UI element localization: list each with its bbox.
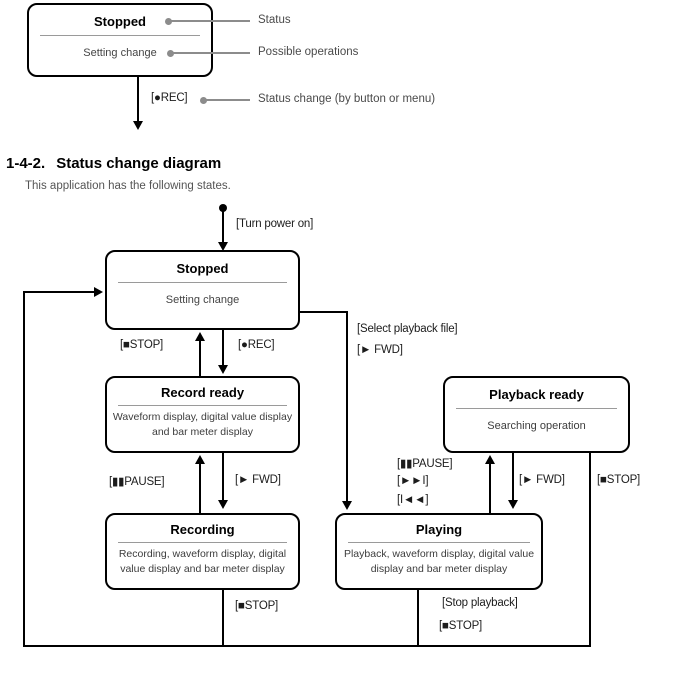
legend-box-title: Stopped xyxy=(94,14,146,29)
state-title: Playback ready xyxy=(489,387,584,402)
section-number: 1-4-2. xyxy=(6,155,46,172)
transition-label-rec: [●REC] xyxy=(238,339,275,351)
power-on-line xyxy=(222,210,224,243)
loop-line-bottom xyxy=(23,645,591,647)
line-recording-to-recordready xyxy=(199,464,201,513)
section-heading: 1-4-2. Status change diagram xyxy=(6,155,221,172)
line-stopped-to-recordready xyxy=(222,330,224,366)
state-box-recording: Recording Recording, waveform display, d… xyxy=(105,513,300,590)
state-description: Recording, waveform display, digital val… xyxy=(118,548,287,575)
divider xyxy=(118,405,287,406)
line-recording-stop xyxy=(222,590,224,647)
arrowhead-down-icon xyxy=(133,121,143,130)
state-title: Record ready xyxy=(160,385,245,400)
section-title: Status change diagram xyxy=(56,155,222,172)
callout-line xyxy=(205,99,250,101)
transition-label-stop: [■STOP] xyxy=(235,600,279,612)
transition-label-pause: [▮▮PAUSE] xyxy=(109,476,165,488)
arrowhead-down-icon xyxy=(218,365,228,374)
legend-transition-label: [●REC] xyxy=(151,92,188,104)
line-playbackready-stop xyxy=(589,453,591,647)
line-playbackready-to-playing xyxy=(512,453,514,501)
arrowhead-down-icon xyxy=(342,501,352,510)
divider xyxy=(118,542,287,543)
callout-dot xyxy=(165,18,172,25)
power-on-label: [Turn power on] xyxy=(236,218,314,230)
divider xyxy=(118,282,287,283)
transition-label-skip-prev: [I◄◄] xyxy=(397,494,429,506)
transition-label-fwd: [► FWD] xyxy=(235,474,281,486)
state-title: Recording xyxy=(170,522,235,537)
arrowhead-up-icon xyxy=(195,455,205,464)
legend-sample-box: Stopped Setting change xyxy=(27,3,213,77)
state-title: Playing xyxy=(415,522,463,537)
state-box-stopped: Stopped Setting change xyxy=(105,250,300,330)
arrowhead-down-icon xyxy=(218,500,228,509)
legend-box-operation: Setting change xyxy=(83,47,157,59)
legend-arrow-line xyxy=(137,77,139,122)
state-box-playing: Playing Playback, waveform display, digi… xyxy=(335,513,543,590)
line-playing-stop xyxy=(417,590,419,647)
transition-label-fwd: [► FWD] xyxy=(519,474,565,486)
divider xyxy=(456,408,617,409)
state-description: Setting change xyxy=(165,294,240,306)
transition-label-stop: [■STOP] xyxy=(120,339,164,351)
transition-label-fwd: [► FWD] xyxy=(357,344,403,356)
state-box-playback-ready: Playback ready Searching operation xyxy=(443,376,630,453)
line-recordready-to-stopped xyxy=(199,341,201,376)
state-title: Stopped xyxy=(176,261,229,276)
loop-line-top xyxy=(24,291,94,293)
callout-line xyxy=(170,20,250,22)
state-description: Playback, waveform display, digital valu… xyxy=(343,548,535,575)
transition-label-skip-next: [►►I] xyxy=(397,475,429,487)
transition-label-select-playback: [Select playback file] xyxy=(357,323,458,335)
arrowhead-up-icon xyxy=(195,332,205,341)
state-description: Searching operation xyxy=(487,420,586,432)
callout-label-operations: Possible operations xyxy=(258,46,359,58)
line-select-playback xyxy=(346,311,348,502)
arrowhead-down-icon xyxy=(218,242,228,251)
divider xyxy=(40,35,200,36)
callout-label-status-change: Status change (by button or menu) xyxy=(258,93,436,105)
line-recordready-to-recording xyxy=(222,453,224,501)
loop-line-left xyxy=(23,291,25,647)
transition-label-stop-playback: [Stop playback] xyxy=(442,597,518,609)
line-playing-to-playbackready xyxy=(489,464,491,513)
callout-label-status: Status xyxy=(258,14,291,26)
transition-label-stop: [■STOP] xyxy=(597,474,641,486)
state-description: Waveform display, digital value display … xyxy=(112,411,293,438)
arrowhead-up-icon xyxy=(485,455,495,464)
arrowhead-right-icon xyxy=(94,287,103,297)
state-box-record-ready: Record ready Waveform display, digital v… xyxy=(105,376,300,453)
line-stopped-right xyxy=(300,311,348,313)
arrowhead-down-icon xyxy=(508,500,518,509)
divider xyxy=(348,542,530,543)
transition-label-pause: [▮▮PAUSE] xyxy=(397,458,453,470)
callout-line xyxy=(172,52,250,54)
callout-dot xyxy=(167,50,174,57)
transition-label-stop: [■STOP] xyxy=(439,620,483,632)
start-dot xyxy=(219,204,227,212)
callout-dot xyxy=(200,97,207,104)
section-subtitle: This application has the following state… xyxy=(25,180,231,192)
